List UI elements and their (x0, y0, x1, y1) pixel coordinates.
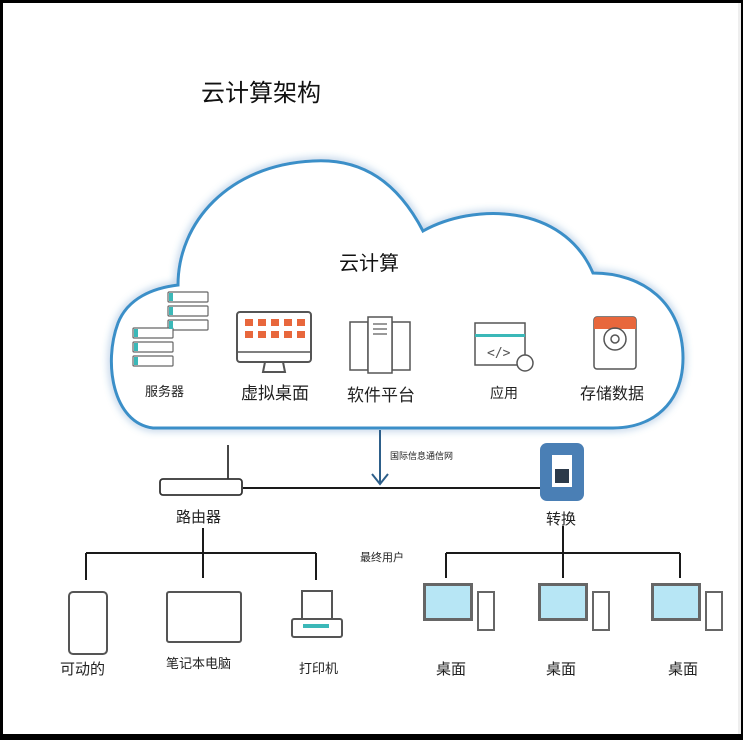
end-users-label: 最终用户 (360, 551, 404, 564)
switch-icon (540, 443, 584, 501)
desktop-computer-icon (423, 583, 503, 633)
desktop-computer-icon (538, 583, 618, 633)
software-platform-label: 软件平台 (347, 386, 415, 406)
network-lines (85, 430, 681, 580)
laptop-label: 笔记本电脑 (166, 657, 232, 672)
desktop-label-2: 桌面 (546, 660, 577, 678)
laptop-icon (166, 591, 242, 643)
virtual-desktop-icon (236, 311, 312, 373)
diagram-title: 云计算架构 (201, 79, 321, 107)
switch-label: 转换 (546, 510, 577, 528)
router-icon (159, 445, 243, 496)
mobile-label: 可动的 (60, 660, 106, 678)
svg-text:</>: </> (487, 346, 511, 361)
server-label: 服务器 (145, 385, 185, 400)
storage-label: 存储数据 (580, 384, 645, 403)
hard-disk-icon (593, 316, 637, 370)
server-rack-icon (132, 291, 209, 367)
diagram-canvas: 云计算架构 云计算 服务器 虚拟桌面 软件平台 (3, 3, 741, 734)
desktop-label-1: 桌面 (436, 660, 467, 678)
virtual-desktop-label: 虚拟桌面 (241, 384, 309, 404)
desktop-computer-icon (651, 583, 731, 633)
application-label: 应用 (490, 386, 518, 402)
application-code-icon: </> (474, 322, 534, 372)
cloud-label: 云计算 (339, 251, 399, 275)
printer-icon (291, 590, 343, 645)
printer-label: 打印机 (299, 662, 339, 677)
desktop-label-3: 桌面 (668, 660, 699, 678)
software-platform-icon (349, 316, 411, 374)
internet-label: 国际信息通信网 (390, 452, 454, 462)
router-label: 路由器 (176, 508, 222, 526)
mobile-phone-icon (68, 591, 108, 655)
